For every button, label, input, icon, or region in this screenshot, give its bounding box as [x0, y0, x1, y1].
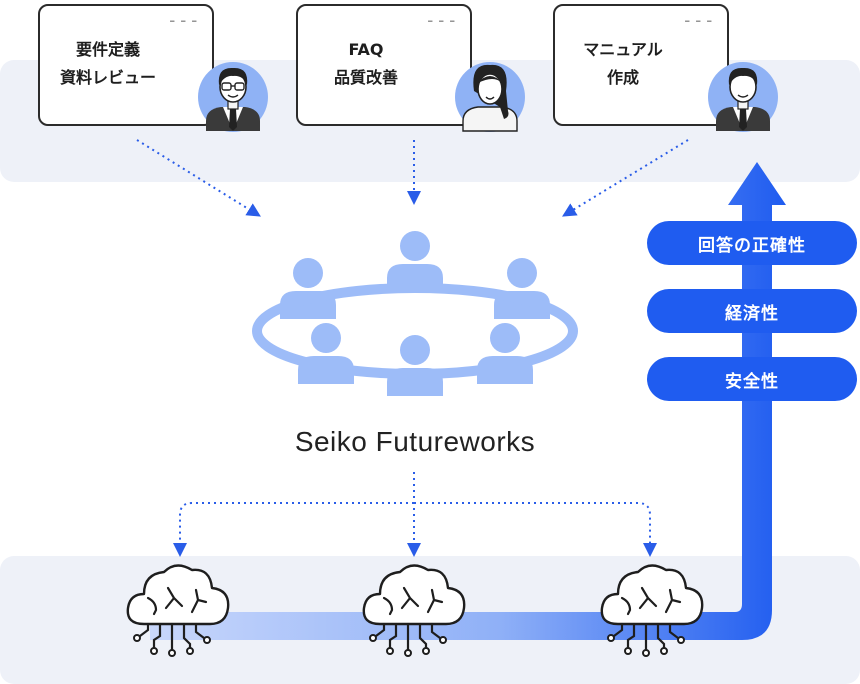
window-dots: – – –	[684, 14, 713, 27]
task-label-line1: マニュアル	[583, 40, 663, 59]
task-card-faq: – – – FAQ 品質改善	[296, 4, 472, 126]
output-arrows	[173, 472, 657, 557]
task-label-line1: 要件定義	[75, 40, 140, 59]
center-title: Seiko Futureworks	[294, 426, 536, 457]
input-arrows	[136, 139, 689, 217]
task-card-requirements: – – – 要件定義 資料レビュー	[38, 4, 214, 126]
quality-pill-safety: 安全性	[647, 357, 857, 401]
task-label: 要件定義 資料レビュー	[40, 36, 176, 92]
ai-cloud-icon	[126, 564, 230, 658]
female-avatar	[454, 61, 526, 133]
quality-pill-accuracy: 回答の正確性	[647, 221, 857, 265]
task-card-manual: – – – マニュアル 作成	[553, 4, 729, 126]
task-label-line2: 作成	[606, 68, 639, 87]
task-label-line2: 資料レビュー	[59, 68, 156, 87]
task-label: マニュアル 作成	[555, 36, 691, 92]
task-label-line2: 品質改善	[333, 68, 398, 87]
task-label-line1: FAQ	[348, 40, 384, 59]
glasses-icon	[221, 82, 245, 91]
window-dots: – – –	[427, 14, 456, 27]
quality-pill-economy: 経済性	[647, 289, 857, 333]
meeting-table-icon	[252, 231, 578, 396]
ai-cloud-icon	[600, 564, 704, 658]
task-label: FAQ 品質改善	[298, 36, 434, 92]
male-glasses-avatar	[197, 61, 269, 133]
male-avatar	[707, 61, 779, 133]
ai-cloud-icon	[362, 564, 466, 658]
window-dots: – – –	[169, 14, 198, 27]
